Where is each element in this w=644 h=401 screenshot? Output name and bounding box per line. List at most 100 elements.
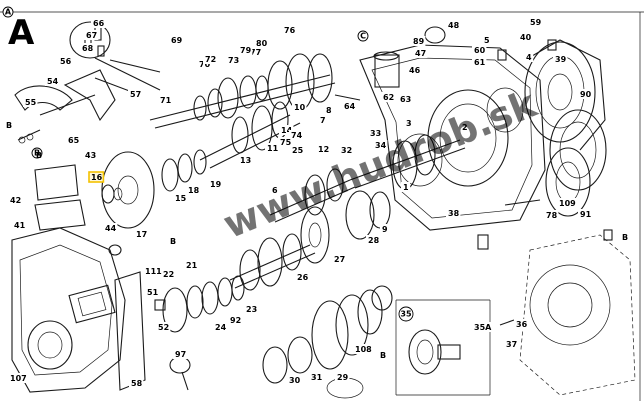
- callout-background: [309, 372, 324, 382]
- callout-background: [169, 35, 184, 45]
- callout-letter: 35: [400, 310, 412, 319]
- callout-background: [578, 209, 593, 219]
- callout-92: 92: [228, 315, 243, 325]
- callout-background: [332, 254, 347, 264]
- callout-number: 39: [555, 55, 567, 64]
- callout-65: 65: [66, 135, 81, 145]
- callout-number: 13: [240, 156, 251, 165]
- callout-68: 68: [80, 43, 95, 53]
- callout-background: [366, 235, 381, 245]
- callout-31: 31: [309, 372, 324, 382]
- callout-background: [248, 47, 263, 57]
- callout-58: 58: [129, 378, 144, 388]
- callout-13: 13: [238, 155, 253, 165]
- callout-number: 14: [281, 126, 293, 135]
- callout-number: 5: [484, 36, 490, 45]
- callout-number: 111: [145, 267, 162, 276]
- callout-number: 70: [199, 60, 211, 69]
- callout-63: 63: [398, 94, 413, 104]
- callout-78: 78: [544, 210, 559, 220]
- callout-5: 5: [482, 35, 492, 45]
- callout-background: [324, 105, 334, 115]
- callout-background: [514, 319, 529, 329]
- circled-callout-b: B: [31, 147, 43, 159]
- callout-number: 80: [256, 39, 268, 48]
- callout-44: 44: [103, 223, 118, 233]
- callout-number: 21: [186, 261, 198, 270]
- callout-60: 60: [472, 45, 487, 55]
- callout-background: [128, 89, 143, 99]
- callout-background: [84, 30, 99, 40]
- callout-number: 62: [383, 93, 394, 102]
- gear-27: [300, 206, 330, 264]
- callout-background: [292, 102, 307, 112]
- callout-background: [129, 378, 144, 388]
- callout-39: 39: [553, 54, 568, 64]
- callout-background: [373, 140, 388, 150]
- callout-number: 4: [526, 53, 532, 62]
- callout-background: [524, 52, 534, 62]
- callout-number: 10: [294, 103, 306, 112]
- callout-background: [83, 150, 98, 160]
- callout-background: [404, 118, 414, 128]
- callout-number: 60: [474, 46, 486, 55]
- callout-background: [88, 171, 105, 183]
- reference-letter-b: B: [622, 233, 628, 242]
- callout-background: [279, 125, 294, 135]
- callout-number: 27: [334, 255, 345, 264]
- callout-background: [381, 92, 396, 102]
- callout-background: [265, 143, 280, 153]
- callout-background: [80, 43, 95, 53]
- callout-background: [23, 97, 38, 107]
- callout-12: 12: [316, 144, 331, 154]
- callout-background: [66, 135, 81, 145]
- callout-number: 23: [246, 305, 257, 314]
- callout-background: [482, 35, 492, 45]
- callout-background: [161, 269, 176, 279]
- callout-66: 66: [91, 18, 106, 28]
- callout-number: 77: [250, 48, 261, 57]
- callout-38: 38: [446, 208, 461, 218]
- callout-background: [213, 322, 228, 332]
- callout-background: [208, 179, 223, 189]
- callout-number: 69: [171, 36, 183, 45]
- callout-107: 107: [8, 373, 28, 383]
- callout-background: [472, 322, 492, 332]
- callout-number: 89: [413, 37, 425, 46]
- callout-21: 21: [184, 260, 199, 270]
- callout-76: 76: [282, 25, 297, 35]
- callout-10: 10: [292, 102, 307, 112]
- callout-1: 1: [401, 182, 411, 192]
- callout-number: 29: [337, 373, 349, 382]
- reference-letter-b: B: [380, 351, 386, 360]
- callout-number: 68: [82, 44, 94, 53]
- callout-40: 40: [518, 32, 533, 42]
- callout-background: [318, 115, 328, 125]
- callout-number: 30: [289, 376, 301, 385]
- callout-background: [460, 122, 470, 132]
- callout-29: 29: [335, 372, 350, 382]
- callout-4: 4: [524, 52, 534, 62]
- callout-number: 107: [10, 374, 27, 383]
- callout-number: 19: [210, 180, 222, 189]
- callout-number: 109: [559, 199, 576, 208]
- callout-background: [368, 128, 383, 138]
- callout-54: 54: [45, 76, 60, 86]
- callout-background: [472, 45, 487, 55]
- callout-background: [134, 229, 149, 239]
- callout-number: 91: [580, 210, 592, 219]
- callout-32: 32: [339, 145, 354, 155]
- callout-circle: [357, 30, 369, 42]
- washer-row-lower: [162, 275, 245, 333]
- callout-number: 26: [297, 273, 309, 282]
- callout-letter: B: [34, 149, 40, 158]
- reference-letter-b: B: [170, 237, 176, 246]
- callout-background: [173, 193, 188, 203]
- callout-24: 24: [213, 322, 228, 332]
- callout-background: [578, 89, 593, 99]
- callout-number: 92: [230, 316, 241, 325]
- callout-number: 3: [406, 119, 412, 128]
- callout-64: 64: [342, 101, 357, 111]
- callout-number: 18: [188, 186, 200, 195]
- callout-6: 6: [270, 185, 280, 195]
